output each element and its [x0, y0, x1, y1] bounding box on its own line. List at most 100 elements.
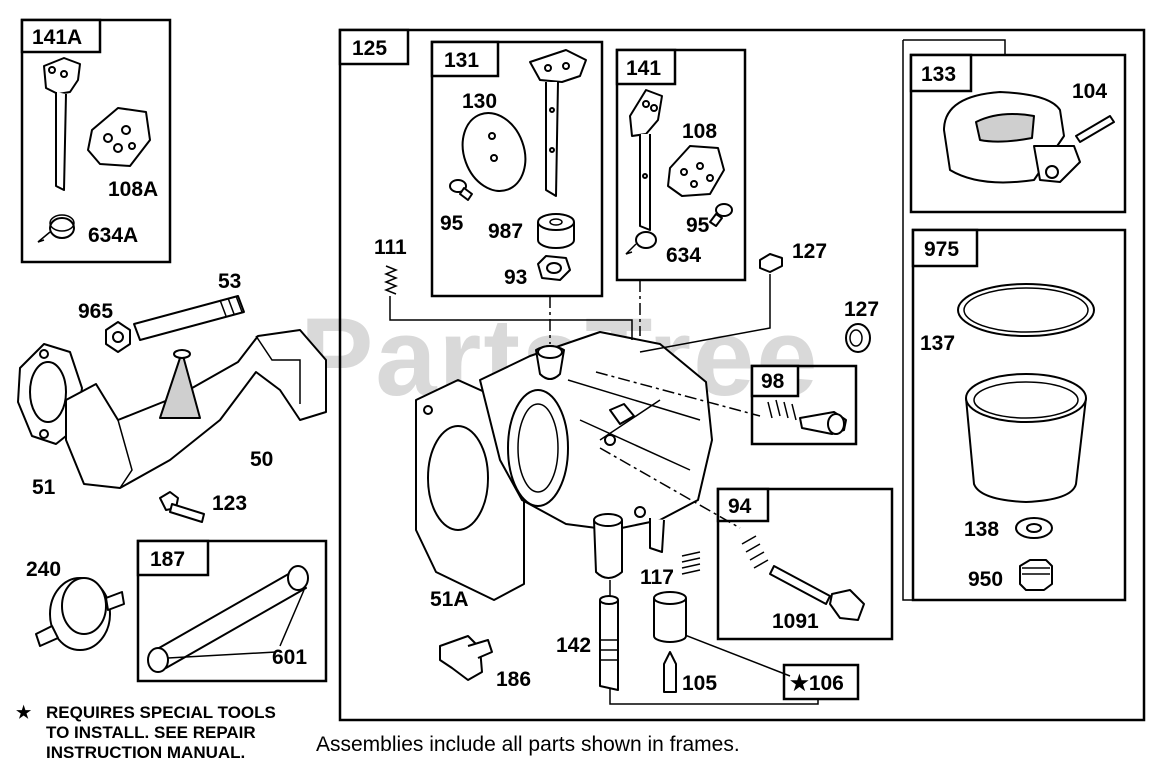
throttle-plate-icon [87, 107, 151, 167]
frame-133: 133 [909, 53, 1127, 214]
label-965: 965 [78, 300, 113, 323]
label-138: 138 [964, 518, 999, 541]
bowl-nut-950-icon [1019, 559, 1053, 591]
screw-123-icon [159, 491, 205, 523]
label-104: 104 [1072, 80, 1107, 103]
float-133-icon [943, 91, 1081, 184]
guide-line [595, 371, 761, 417]
label-601: 601 [272, 646, 307, 669]
label-51A: 51A [430, 588, 469, 611]
nut-965-icon [105, 321, 131, 353]
carburetor-body-icon [479, 331, 713, 579]
screw-95a-icon [449, 179, 473, 201]
frame-tag-131: 131 [444, 49, 479, 72]
guide-line [639, 274, 771, 353]
frame-125: 125 [338, 28, 1146, 722]
fuel-line-187-icon [147, 565, 309, 673]
label-240: 240 [26, 558, 61, 581]
mixture-screw-1091-icon [769, 565, 865, 621]
note-line-3: INSTRUCTION MANUAL. [46, 743, 245, 762]
label-50: 50 [250, 448, 273, 471]
label-950: 950 [968, 568, 1003, 591]
frame-141: 141 [615, 48, 747, 282]
frame-141A: 141A [20, 18, 172, 264]
label-127a: 127 [792, 240, 827, 263]
label-634A: 634A [88, 224, 138, 247]
label-137: 137 [920, 332, 955, 355]
idle-screw-98-icon [799, 411, 847, 435]
guide-line [671, 629, 791, 677]
frame-131: 131 [430, 40, 604, 298]
nozzle-142-icon [599, 595, 619, 691]
label-634: 634 [666, 244, 701, 267]
label-142: 142 [556, 634, 591, 657]
label-123: 123 [212, 492, 247, 515]
spring-634A-icon [37, 214, 75, 243]
frame-tag-94: 94 [728, 495, 752, 518]
note-line-1: REQUIRES SPECIAL TOOLS [46, 703, 276, 722]
label-117: 117 [640, 566, 674, 589]
spring-111-icon [383, 265, 399, 295]
fuel-pump-240-icon [35, 577, 125, 651]
stud-53-icon [133, 295, 245, 341]
label-1091: 1091 [772, 610, 819, 633]
label-127b: 127 [844, 298, 879, 321]
label-186: 186 [496, 668, 531, 691]
frame-975: 975 [911, 228, 1127, 602]
bracket-133 [903, 39, 1006, 55]
throttle-shaft-icon [43, 57, 81, 191]
bushing-127a-icon [759, 253, 783, 273]
elbow-186-icon [439, 635, 493, 681]
frame-tag-98: 98 [761, 370, 785, 393]
label-105: 105 [682, 672, 717, 695]
throttle-plate-108-icon [667, 145, 725, 197]
intake-manifold-50-icon [65, 329, 327, 489]
caption: Assemblies include all parts shown in fr… [316, 733, 740, 756]
frame-tag-106: ★106 [790, 672, 844, 695]
label-111: 111 [374, 236, 407, 259]
frame-tag-975: 975 [924, 238, 959, 261]
choke-plate-130-icon [461, 112, 527, 192]
idle-spring-98-icon [767, 399, 797, 421]
note-star: ★ [16, 703, 32, 722]
washer-138-icon [1015, 517, 1053, 539]
spring-94-icon [741, 535, 769, 569]
label-93: 93 [504, 266, 527, 289]
washer-93-icon [537, 255, 571, 281]
frame-tag-141: 141 [626, 57, 661, 80]
frame-tag-133: 133 [921, 63, 956, 86]
label-108: 108 [682, 120, 717, 143]
frame-98: 98 [750, 364, 858, 446]
label-95b: 95 [686, 214, 710, 237]
inlet-seat-105-icon [653, 591, 687, 693]
frame-94: 94 [716, 487, 894, 641]
guide-line [389, 296, 633, 340]
gasket-51-icon [17, 343, 83, 445]
spring-117-icon [681, 551, 701, 575]
frame-tag-125: 125 [352, 37, 387, 60]
label-53: 53 [218, 270, 241, 293]
seal-987-icon [537, 213, 575, 249]
float-bowl-137-icon [965, 373, 1087, 503]
pin-104-icon [1075, 115, 1115, 143]
throttle-shaft-141-icon [629, 89, 663, 231]
guide-line [599, 447, 741, 529]
gasket-137-icon [957, 283, 1095, 337]
frame-106: ★106 [782, 663, 860, 701]
bracket-975 [902, 40, 913, 601]
frame-187: 187 [136, 539, 328, 683]
label-987: 987 [488, 220, 523, 243]
label-108A: 108A [108, 178, 158, 201]
bushing-127b-icon [845, 323, 871, 353]
label-51: 51 [32, 476, 56, 499]
note-line-2: TO INSTALL. SEE REPAIR [46, 723, 256, 742]
choke-shaft-icon [529, 49, 587, 197]
frame-tag-141A: 141A [32, 26, 82, 49]
frame-tag-187: 187 [150, 548, 185, 571]
label-95a: 95 [440, 212, 464, 235]
label-130: 130 [462, 90, 497, 113]
spring-634-icon [625, 231, 657, 255]
screw-95b-icon [709, 203, 733, 227]
